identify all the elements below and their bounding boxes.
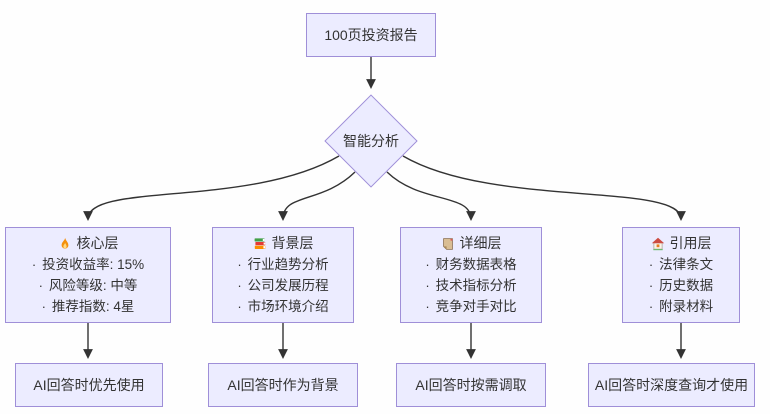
bullet-dot: ·	[38, 278, 43, 293]
bullet-dot: ·	[425, 257, 430, 272]
bullet-dot: ·	[31, 257, 37, 272]
books-icon	[253, 237, 267, 251]
layer-item: · 行业趋势分析	[237, 254, 328, 275]
outcome-label: AI回答时优先使用	[33, 377, 145, 393]
outcome-background: AI回答时作为背景	[208, 363, 358, 407]
layer-item: · 法律条文	[649, 254, 713, 275]
bullet-dot: ·	[425, 278, 430, 293]
layer-item-text: 公司发展历程	[247, 278, 329, 293]
layer-card-reference: 引用层 · 法律条文 · 历史数据 · 附录材料	[622, 227, 740, 323]
layer-title-text: 核心层	[76, 235, 119, 251]
layer-item-text: 历史数据	[659, 278, 714, 293]
outcome-label: AI回答时深度查询才使用	[594, 377, 749, 393]
edge-decision-to-core	[83, 155, 340, 221]
node-report: 100页投资报告	[306, 13, 436, 57]
layer-item-text: 财务数据表格	[435, 257, 517, 272]
layer-card-background: 背景层 · 行业趋势分析 · 公司发展历程 · 市场环境介绍	[212, 227, 354, 323]
layer-item-text: 投资收益率: 15%	[42, 257, 145, 272]
layer-title: 详细层	[441, 233, 502, 254]
fire-icon	[58, 237, 72, 251]
layer-item-text: 竞争对手对比	[435, 299, 517, 314]
layer-item: · 财务数据表格	[425, 254, 516, 275]
layer-item-text: 推荐指数: 4星	[51, 299, 135, 314]
layer-item-text: 法律条文	[659, 257, 714, 272]
edge-decision-to-detail	[386, 171, 476, 221]
edge-decision-to-reference	[402, 155, 686, 221]
layer-title-text: 详细层	[459, 235, 502, 251]
outcome-reference: AI回答时深度查询才使用	[588, 363, 755, 407]
layer-item: · 附录材料	[649, 296, 713, 317]
layer-item-text: 风险等级: 中等	[48, 278, 138, 293]
layer-item: · 技术指标分析	[425, 275, 516, 296]
layer-item-text: 附录材料	[659, 299, 714, 314]
layer-item-text: 行业趋势分析	[247, 257, 329, 272]
bullet-dot: ·	[237, 278, 242, 293]
layer-item: · 市场环境介绍	[237, 296, 328, 317]
bullet-dot: ·	[237, 299, 242, 314]
outcome-core: AI回答时优先使用	[15, 363, 163, 407]
node-report-label: 100页投资报告	[324, 27, 418, 43]
bullet-dot: ·	[648, 299, 654, 314]
bullet-dot: ·	[41, 299, 46, 314]
bullet-dot: ·	[425, 299, 430, 314]
layer-item: · 公司发展历程	[237, 275, 328, 296]
outcome-label: AI回答时按需调取	[415, 377, 527, 393]
document-icon	[441, 237, 455, 251]
outcome-label: AI回答时作为背景	[227, 377, 339, 393]
layer-item: · 推荐指数: 4星	[42, 296, 135, 317]
layer-title-text: 背景层	[271, 235, 314, 251]
layer-title: 引用层	[651, 233, 712, 254]
bullet-dot: ·	[237, 257, 242, 272]
bullet-dot: ·	[648, 257, 654, 272]
layer-card-core: 核心层 · 投资收益率: 15% · 风险等级: 中等 · 推荐指数: 4星	[5, 227, 171, 323]
layer-item: · 投资收益率: 15%	[32, 254, 144, 275]
edge-decision-to-background	[278, 171, 356, 221]
outcome-detail: AI回答时按需调取	[396, 363, 546, 407]
layer-card-detail: 详细层 · 财务数据表格 · 技术指标分析 · 竞争对手对比	[400, 227, 542, 323]
layer-title: 核心层	[58, 233, 119, 254]
bullet-dot: ·	[648, 278, 654, 293]
layer-item-text: 技术指标分析	[435, 278, 517, 293]
layer-title: 背景层	[253, 233, 314, 254]
layer-item-text: 市场环境介绍	[247, 299, 329, 314]
layer-title-text: 引用层	[669, 235, 712, 251]
house-icon	[651, 237, 665, 251]
layer-item: · 历史数据	[649, 275, 713, 296]
layer-item: · 竞争对手对比	[425, 296, 516, 317]
node-decision-label: 智能分析	[343, 133, 399, 149]
layer-item: · 风险等级: 中等	[39, 275, 138, 296]
